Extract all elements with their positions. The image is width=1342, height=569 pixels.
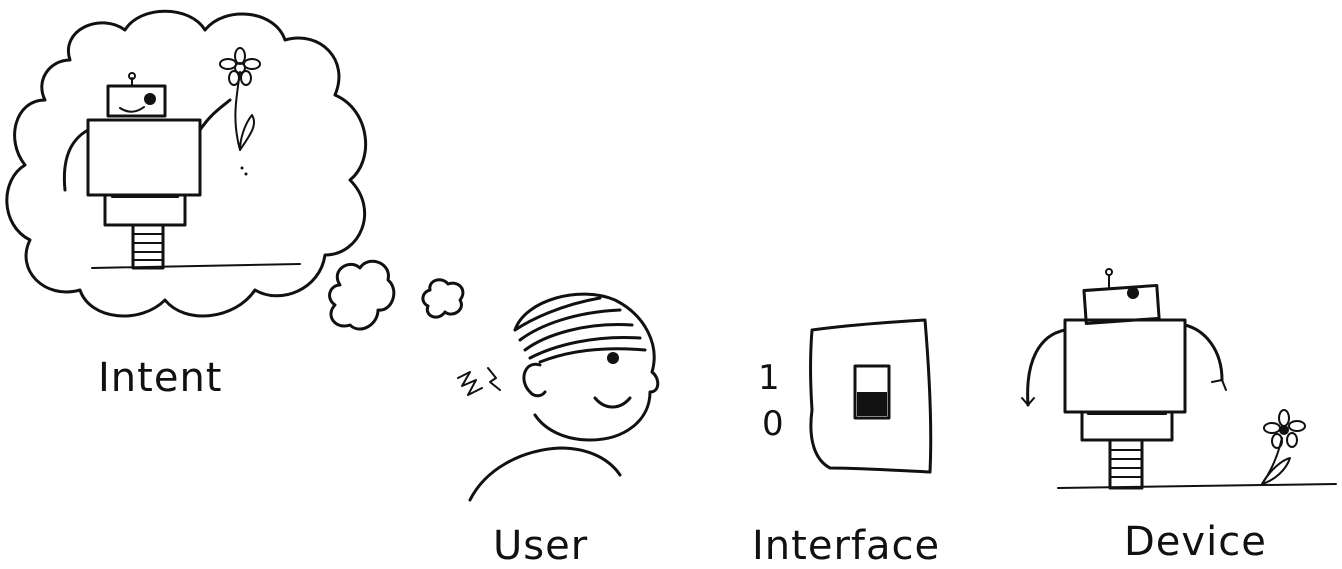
light-switch-icon xyxy=(811,320,931,472)
switch-on-mark: 1 xyxy=(758,360,780,396)
robot-icon xyxy=(64,73,300,268)
user-label: User xyxy=(493,524,588,568)
flower-icon xyxy=(220,48,260,176)
flower-icon xyxy=(1262,410,1305,484)
device-label: Device xyxy=(1124,520,1267,564)
switch-off-mark: 0 xyxy=(762,406,784,442)
person-head-icon xyxy=(458,294,658,500)
interface-label: Interface xyxy=(752,524,940,568)
robot-icon xyxy=(1022,269,1336,488)
intent-label: Intent xyxy=(98,356,222,400)
